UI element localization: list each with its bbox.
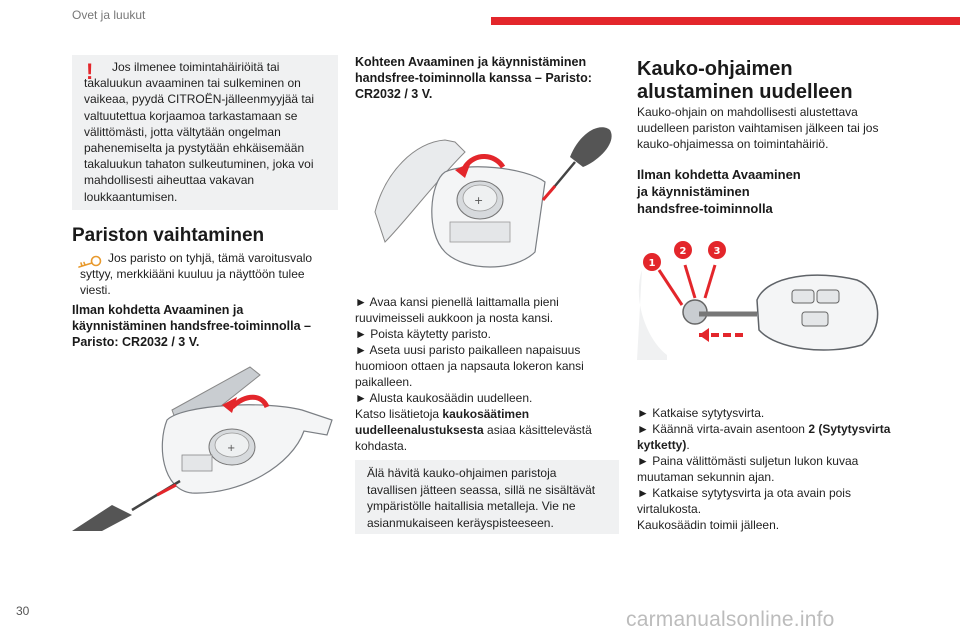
battery-warning-note: Jos paristo on tyhjä, tämä varoitusvalo … — [80, 251, 313, 297]
keyless-remote-battery-illustration: + — [374, 127, 612, 268]
key-icon — [78, 255, 102, 268]
step-remove-key: ► Katkaise sytytysvirta ja ota avain poi… — [637, 486, 851, 516]
reinit-heading: Ilman kohdetta Avaaminen ja käynnistämin… — [637, 167, 801, 216]
page-number: 30 — [16, 604, 30, 618]
battery-steps: ► Avaa kansi pienellä laittamalla pieni … — [355, 294, 619, 454]
section-title: Ovet ja luukut — [72, 8, 146, 22]
reinit-title: Kauko-ohjaimen alustaminen uudelleen — [637, 58, 853, 103]
step-turn-key: ► Käännä virta-avain asentoon 2 (Sytytys… — [637, 422, 891, 452]
exclamation-icon: ! — [86, 59, 94, 84]
step-result: Kaukosäädin toimii jälleen. — [637, 518, 780, 532]
svg-text:+: + — [227, 443, 235, 454]
see-more-reference: kaukosäätimen uudelleenalustuksesta — [355, 407, 530, 437]
see-more-text: Katso lisätietoja kaukosäätimen uudellee… — [355, 407, 592, 453]
no-keyless-heading: Ilman kohdetta Avaaminen ja käynnistämin… — [72, 303, 311, 349]
step-open-cover: ► Avaa kansi pienellä laittamalla pieni … — [355, 295, 559, 325]
label-3: 3 — [714, 246, 721, 257]
step-press-lock: ► Paina välittömästi suljetun lukon kuva… — [637, 454, 859, 484]
warning-text: Jos ilmenee toimintahäiriöitä tai takalu… — [84, 60, 315, 204]
reinit-steps: ► Katkaise sytytysvirta. ► Käännä virta-… — [637, 405, 899, 533]
warning-box: ! Jos ilmenee toimintahäiriöitä tai taka… — [72, 55, 338, 210]
svg-text:+: + — [474, 194, 483, 207]
watermark: carmanualsonline.info — [626, 608, 835, 631]
battery-disposal-note: Älä hävitä kauko-ohjaimen paristoja tava… — [355, 460, 619, 534]
remote-battery-illustration: + — [72, 366, 333, 531]
step-ignition-off: ► Katkaise sytytysvirta. — [637, 406, 765, 420]
keyless-heading: Kohteen Avaaminen ja käynnistäminen hand… — [355, 55, 592, 101]
step-remove-battery: ► Poista käytetty paristo. — [355, 327, 491, 341]
label-1: 1 — [649, 258, 656, 269]
battery-section-title: Pariston vaihtaminen — [72, 225, 265, 246]
step-reinitialise: ► Alusta kaukosäädin uudelleen. — [355, 391, 533, 405]
header-accent-bar — [491, 17, 960, 25]
reinit-intro: Kauko-ohjain on mahdollisesti alustettav… — [637, 105, 879, 151]
step-insert-battery: ► Aseta uusi paristo paikalleen napaisuu… — [355, 343, 584, 389]
label-2: 2 — [680, 246, 687, 257]
ignition-key-illustration: 1 2 3 — [637, 241, 879, 360]
